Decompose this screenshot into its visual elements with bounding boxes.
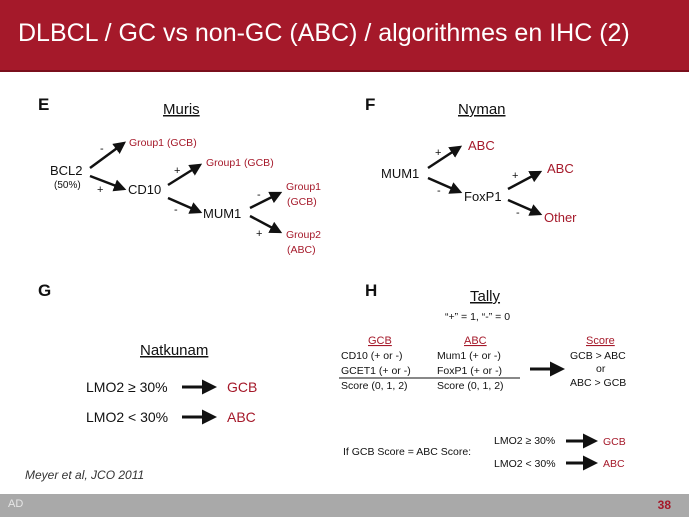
arrow-mum1-neg <box>249 191 283 210</box>
panel-h-letter: H <box>365 281 377 300</box>
bcl2-note: (50%) <box>54 180 81 191</box>
arrow-bcl2-pos <box>89 174 127 192</box>
group2-abc-line2: (ABC) <box>287 244 316 256</box>
group1-gcb-c-line1: Group1 <box>286 181 321 193</box>
g-row1-label: LMO2 ≥ 30% <box>86 379 168 395</box>
sign-f-mum1-neg: - <box>437 185 441 197</box>
panel-e-title: Muris <box>163 101 200 118</box>
panel-g-letter: G <box>38 281 51 300</box>
sign-bcl2-pos: + <box>97 184 103 196</box>
h-gcb-header: GCB <box>368 335 392 347</box>
h-subtitle: “+” = 1, “-” = 0 <box>445 311 510 323</box>
panel-f: F Nyman MUM1 + ABC - FoxP1 + ABC - Other <box>365 95 577 225</box>
g-row1-result: GCB <box>227 379 257 395</box>
f-other: Other <box>544 210 577 225</box>
foxp1-node: FoxP1 <box>464 189 502 204</box>
h-gcb-row-0: CD10 (+ or -) <box>341 350 403 362</box>
g-row2-result: ABC <box>227 409 256 425</box>
arrow-foxp1-pos <box>507 170 543 191</box>
f-abc-a: ABC <box>468 138 495 153</box>
panel-e-letter: E <box>38 95 49 114</box>
h-score-row-0: GCB > ABC <box>570 350 626 362</box>
f-abc-b: ABC <box>547 161 574 176</box>
h-tie-row2-result: ABC <box>603 458 625 470</box>
h-score-header: Score <box>586 335 615 347</box>
arrow-bcl2-neg <box>89 141 127 170</box>
sign-foxp1-pos: + <box>512 170 518 182</box>
h-gcb-row-2: Score (0, 1, 2) <box>341 380 408 392</box>
panel-h: H Tally “+” = 1, “-” = 0 GCB ABC Score C… <box>339 281 626 471</box>
h-abc-row-1: FoxP1 (+ or -) <box>437 365 502 377</box>
panel-g: G Natkunam LMO2 ≥ 30% GCB LMO2 < 30% ABC <box>38 281 257 425</box>
h-abc-row-0: Mum1 (+ or -) <box>437 350 501 362</box>
group1-gcb-c-line2: (GCB) <box>287 196 317 208</box>
group1-gcb-b: Group1 (GCB) <box>206 157 274 169</box>
page-number: 38 <box>657 498 671 512</box>
h-abc-header: ABC <box>464 335 487 347</box>
f-mum1-node: MUM1 <box>381 166 419 181</box>
h-tie-row2-label: LMO2 < 30% <box>494 458 556 470</box>
panel-e: E Muris BCL2 (50%) - Group1 (GCB) + CD10… <box>38 95 321 256</box>
slide-footer: AD 38 <box>0 494 689 517</box>
sign-f-mum1-pos: + <box>435 147 441 159</box>
bcl2-node: BCL2 <box>50 163 83 178</box>
g-row2-label: LMO2 < 30% <box>86 409 168 425</box>
sign-bcl2-neg: - <box>100 143 104 155</box>
h-abc-row-2: Score (0, 1, 2) <box>437 380 504 392</box>
sign-cd10-pos: + <box>174 165 180 177</box>
panel-f-title: Nyman <box>458 101 506 118</box>
cd10-node: CD10 <box>128 182 161 197</box>
sign-cd10-neg: - <box>174 204 178 216</box>
panel-h-title: Tally <box>470 288 501 305</box>
h-gcb-row-1: GCET1 (+ or -) <box>341 365 411 377</box>
arrow-f-mum1-pos <box>427 145 463 170</box>
arrow-cd10-pos <box>167 163 203 187</box>
arrow-mum1-pos <box>249 214 283 234</box>
h-score-row-1: or <box>596 363 606 375</box>
arrow-foxp1-neg <box>507 198 543 216</box>
group2-abc-line1: Group2 <box>286 229 321 241</box>
slide-title: DLBCL / GC vs non-GC (ABC) / algorithmes… <box>18 19 630 47</box>
mum1-node: MUM1 <box>203 206 241 221</box>
sign-mum1-pos: + <box>256 228 262 240</box>
h-score-row-2: ABC > GCB <box>570 377 626 389</box>
h-tie-row1-result: GCB <box>603 436 626 448</box>
arrow-cd10-neg <box>167 196 203 214</box>
citation: Meyer et al, JCO 2011 <box>25 468 145 482</box>
group1-gcb-a: Group1 (GCB) <box>129 137 197 149</box>
h-tie-label: If GCB Score = ABC Score: <box>343 446 471 458</box>
sign-foxp1-neg: - <box>516 207 520 219</box>
panel-g-title: Natkunam <box>140 342 208 359</box>
slide-header: DLBCL / GC vs non-GC (ABC) / algorithmes… <box>0 0 689 70</box>
sign-mum1-neg: - <box>257 189 261 201</box>
arrow-f-mum1-neg <box>427 176 463 194</box>
h-tie-row1-label: LMO2 ≥ 30% <box>494 435 555 447</box>
header-divider <box>0 70 689 72</box>
panel-f-letter: F <box>365 95 375 114</box>
footer-author: AD <box>8 498 24 510</box>
